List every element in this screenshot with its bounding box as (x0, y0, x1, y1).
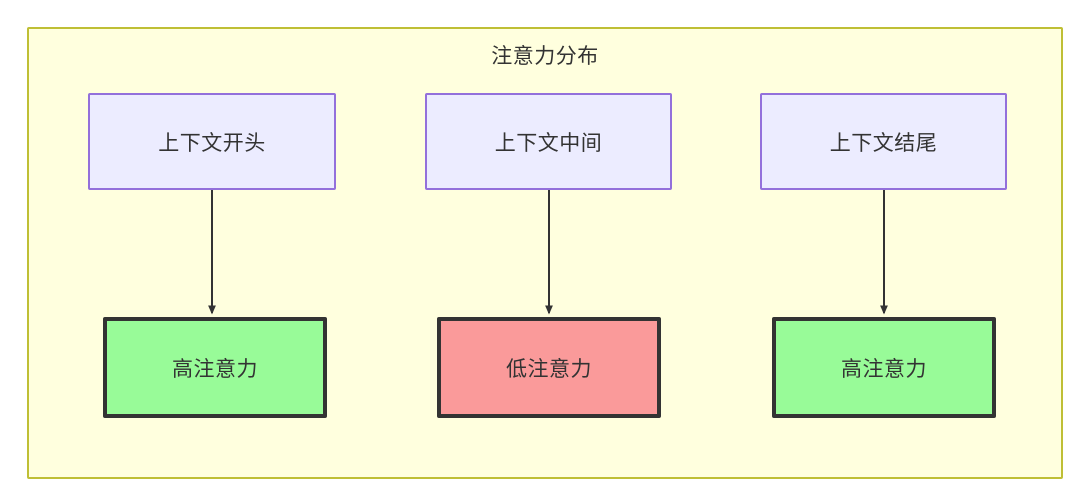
node-attn-start[interactable]: 高注意力 (103, 317, 327, 418)
node-label: 低注意力 (506, 357, 592, 381)
node-label: 上下文开头 (158, 131, 266, 155)
node-ctx-end[interactable]: 上下文结尾 (760, 93, 1007, 190)
node-ctx-start[interactable]: 上下文开头 (88, 93, 336, 190)
node-label: 高注意力 (841, 357, 927, 381)
node-label: 上下文结尾 (829, 131, 938, 155)
node-label: 高注意力 (172, 357, 258, 381)
node-label: 上下文中间 (494, 131, 603, 155)
node-ctx-middle[interactable]: 上下文中间 (425, 93, 672, 190)
diagram-title: 注意力分布 (491, 45, 599, 68)
node-attn-end[interactable]: 高注意力 (772, 317, 996, 418)
node-attn-middle[interactable]: 低注意力 (437, 317, 661, 418)
